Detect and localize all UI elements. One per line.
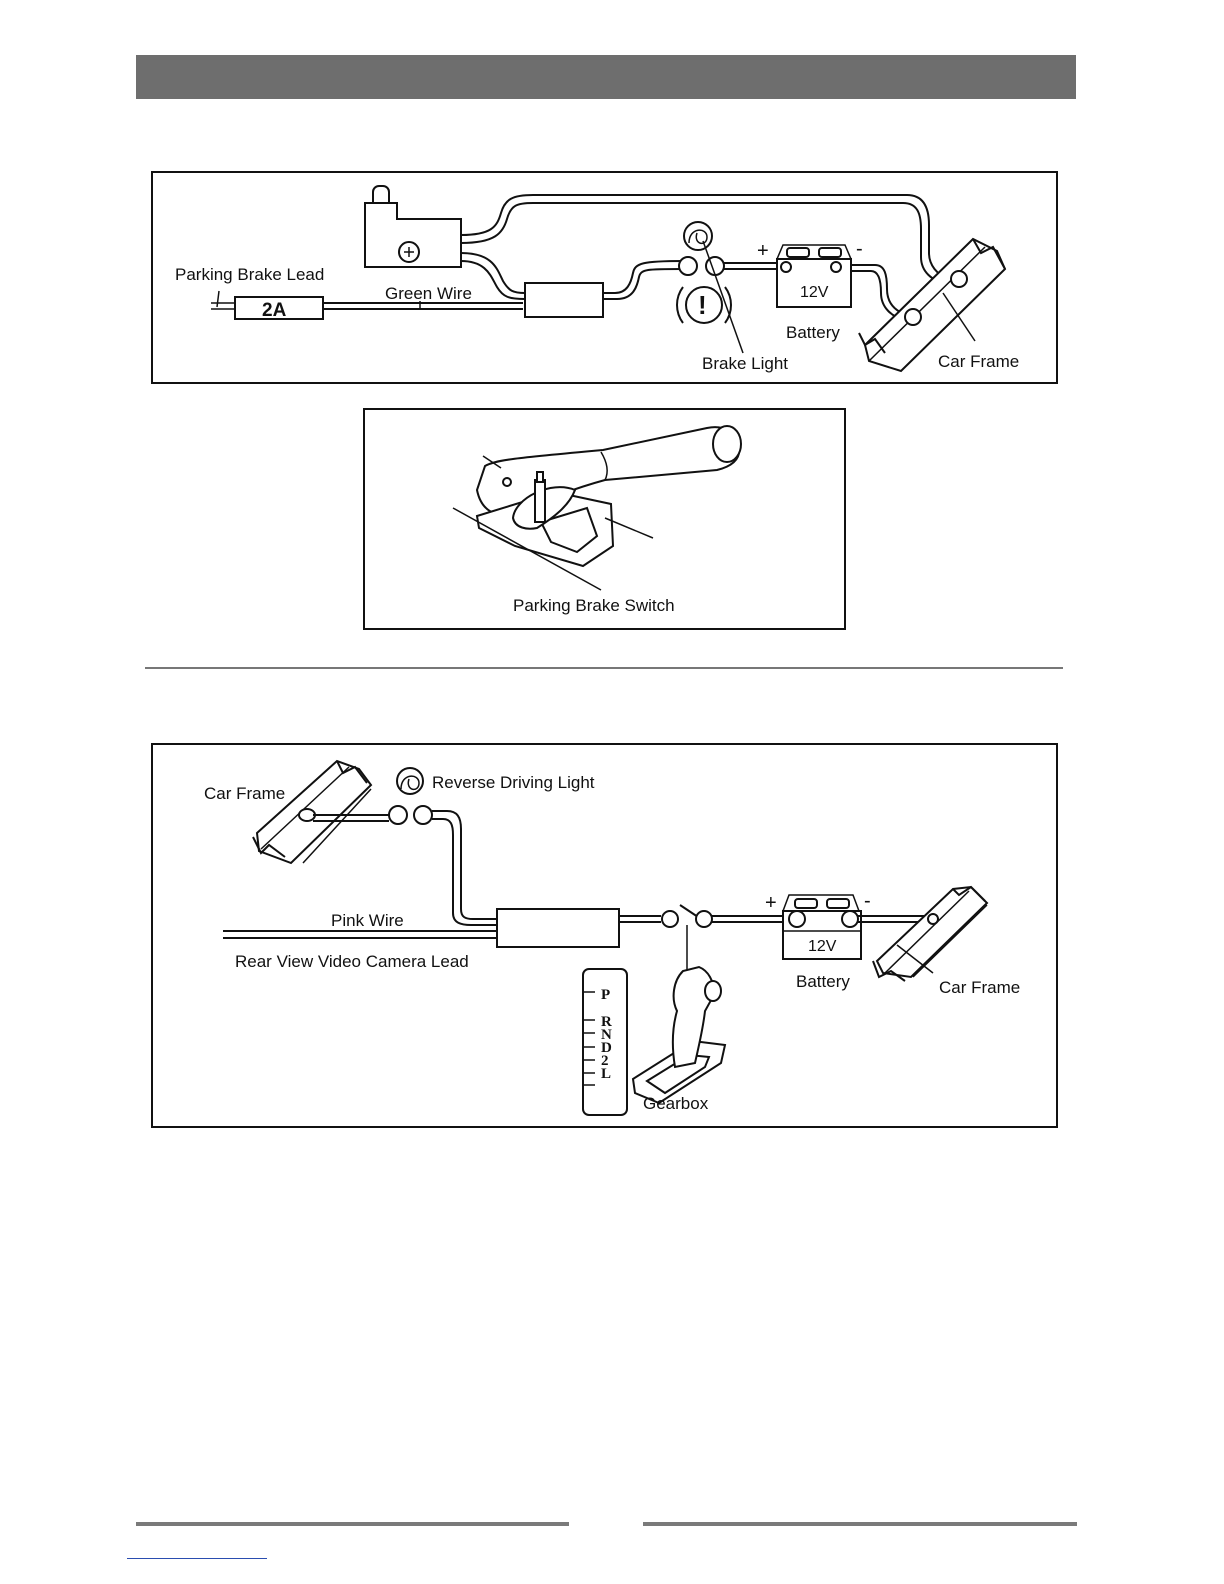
- battery: 12V: [777, 245, 851, 307]
- car-frame-label: Car Frame: [938, 352, 1019, 371]
- gearbox-label: Gearbox: [643, 1094, 709, 1113]
- parking-brake-switch-diagram: Parking Brake Switch: [363, 408, 846, 630]
- parking-brake-lever: [477, 426, 741, 515]
- brake-switch-connector: [365, 186, 461, 267]
- green-wire: [323, 303, 523, 309]
- parking-brake-lead-wire: [211, 303, 235, 309]
- parking-brake-wiring-diagram: Parking Brake Lead 2A Green Wire: [151, 171, 1058, 384]
- car-frame-left: [253, 761, 371, 863]
- battery-plus-sign: +: [765, 892, 777, 914]
- svg-text:!: !: [698, 290, 707, 320]
- gearbox-shifter: [633, 967, 725, 1103]
- rear-view-camera-lead-label: Rear View Video Camera Lead: [235, 952, 469, 971]
- box-to-switch-wire: [619, 916, 661, 922]
- green-wire-label: Green Wire: [385, 284, 472, 303]
- footer-link-underline: [127, 1558, 267, 1559]
- section-divider: [145, 667, 1063, 669]
- box-to-brake-light-wire: [603, 261, 683, 299]
- battery-minus-sign: -: [864, 890, 871, 912]
- parking-brake-switch-label: Parking Brake Switch: [513, 596, 675, 615]
- lead-pointer-line: [217, 291, 219, 307]
- footer-rule-right: [643, 1522, 1077, 1526]
- battery-voltage-label: 12V: [800, 284, 829, 301]
- battery: 12V: [783, 895, 861, 959]
- parking-brake-lead-label: Parking Brake Lead: [175, 265, 324, 284]
- switch-contact-right: [696, 911, 712, 927]
- reverse-switch-arm: [680, 905, 698, 917]
- battery-label: Battery: [796, 972, 850, 991]
- car-frame-right-label: Car Frame: [939, 978, 1020, 997]
- pink-wire-label: Pink Wire: [331, 911, 404, 930]
- battery-plus-sign: +: [757, 240, 769, 262]
- junction-box: [525, 283, 603, 317]
- car-frame-right: [873, 887, 987, 981]
- brake-light: [679, 222, 724, 275]
- footer-rule-left: [136, 1522, 569, 1526]
- parking-brake-switch: [535, 472, 545, 522]
- header-bar: [136, 55, 1076, 99]
- battery-minus-sign: -: [856, 238, 863, 260]
- car-frame-left-label: Car Frame: [204, 784, 285, 803]
- brake-light-to-battery-wire: [724, 263, 783, 269]
- fuse-rating-label: 2A: [262, 300, 287, 321]
- brake-warning-icon: !: [677, 287, 731, 323]
- reverse-camera-wiring-diagram: Car Frame Reverse Driving Light Pink Wir…: [151, 743, 1058, 1128]
- reverse-driving-light-label: Reverse Driving Light: [432, 773, 595, 792]
- gear-position-l: L: [601, 1066, 611, 1082]
- switch-to-battery-wire: [712, 916, 787, 922]
- reverse-driving-light: [389, 768, 432, 824]
- gear-position-p: P: [601, 987, 610, 1003]
- brake-light-label: Brake Light: [702, 354, 788, 373]
- junction-box: [497, 909, 619, 947]
- light-to-box-wire: [432, 811, 497, 925]
- gear-position-indicator: P R N D 2 L: [583, 969, 627, 1115]
- switch-contact-left: [662, 911, 678, 927]
- pink-wire: [223, 931, 497, 938]
- battery-voltage-label: 12V: [808, 938, 837, 955]
- battery-label: Battery: [786, 323, 840, 342]
